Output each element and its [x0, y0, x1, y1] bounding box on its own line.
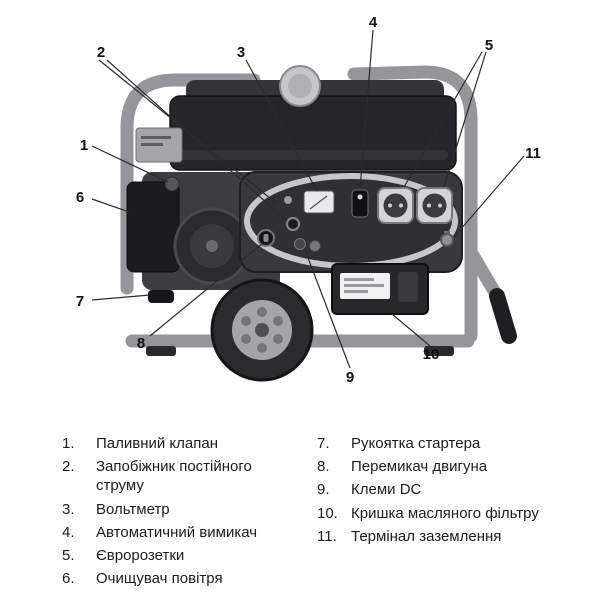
legend-item-number: 5. — [62, 546, 75, 564]
fuel-valve — [164, 176, 180, 192]
callout-7: 7 — [76, 293, 84, 310]
callout-6: 6 — [76, 189, 84, 206]
callout-10: 10 — [423, 346, 440, 363]
starter-handle — [148, 290, 174, 303]
legend-item: 7. Рукоятка стартера — [317, 434, 563, 453]
transport-handle-grip — [489, 288, 517, 344]
euro-socket — [416, 187, 453, 224]
legend-item: 2. Запобіжник постійного струму — [62, 457, 281, 495]
wheel — [210, 278, 314, 382]
dc-fuse — [286, 217, 300, 231]
legend-item-label: Вольтметр — [96, 500, 170, 518]
legend-item-number: 1. — [62, 435, 75, 452]
callout-1: 1 — [80, 137, 88, 154]
legend-item-label: Термінал заземлення — [351, 527, 502, 545]
legend-item-number: 6. — [62, 570, 75, 588]
leader-lines — [91, 29, 525, 369]
air-filter — [126, 181, 180, 273]
legend-item-number: 9. — [317, 481, 330, 499]
legend-item-label: Очищувач повітря — [96, 570, 223, 588]
legend-item-label: Кришка масляного фільтру — [351, 504, 539, 522]
legend-item-number: 11. — [317, 527, 337, 545]
euro-socket — [377, 187, 414, 224]
legend-item-label: Паливний клапан — [96, 435, 219, 452]
legend-column-right: 7. Рукоятка стартера 8. Перемикач двигун… — [317, 434, 563, 588]
legend-item: 9. Клеми DC — [317, 480, 563, 499]
generator-diagram: 1 2 3 4 5 6 7 8 9 10 11 — [76, 14, 541, 386]
callout-2: 2 — [97, 44, 105, 61]
control-panel — [239, 171, 463, 273]
legend-item-label: Клеми DC — [351, 481, 422, 499]
callout-numbers: 1 2 3 4 5 6 7 8 9 10 11 — [76, 14, 541, 386]
legend-item: 11. Термінал заземлення — [317, 527, 563, 546]
callout-8: 8 — [137, 335, 145, 352]
legend-item-number: 10. — [317, 504, 338, 522]
callout-9: 9 — [346, 369, 354, 386]
legend-item-number: 8. — [317, 458, 330, 476]
legend-item-label: Автоматичний вимикач — [96, 523, 258, 541]
breaker-switch — [351, 189, 369, 218]
legend-item: 3. Вольтметр — [62, 500, 281, 519]
legend-item: 10. Кришка масляного фільтру — [317, 504, 563, 523]
legend-item: 5. Євророзетки — [62, 546, 281, 565]
legend-item-label: Запобіжник постійного струму — [96, 458, 252, 495]
legend-item-number: 3. — [62, 500, 75, 518]
legend-item: 6. Очищувач повітря — [62, 569, 281, 588]
legend-item-label: Рукоятка стартера — [351, 435, 481, 452]
legend-item-number: 7. — [317, 435, 330, 452]
legend-column-left: 1. Паливний клапан 2. Запобіжник постійн… — [62, 434, 281, 588]
callout-3: 3 — [237, 44, 245, 61]
frame-feet — [146, 346, 454, 356]
legend-item: 1. Паливний клапан — [62, 434, 281, 453]
callout-11: 11 — [525, 145, 541, 162]
legend-item-number: 2. — [62, 458, 75, 476]
dc-terminals — [294, 238, 321, 252]
legend-item-label: Євророзетки — [96, 546, 185, 564]
indicator-light — [284, 196, 292, 204]
callout-4: 4 — [369, 14, 378, 31]
legend-item-label: Перемикач двигуна — [351, 458, 488, 476]
ground-terminal — [440, 231, 454, 247]
fuel-tank — [135, 65, 457, 171]
callout-5: 5 — [485, 37, 493, 54]
legend-item-number: 4. — [62, 523, 75, 541]
parts-legend: 1. Паливний клапан 2. Запобіжник постійн… — [62, 434, 563, 588]
legend-item: 8. Перемикач двигуна — [317, 457, 563, 476]
oil-filter-box — [331, 263, 429, 315]
legend-item: 4. Автоматичний вимикач — [62, 523, 281, 542]
